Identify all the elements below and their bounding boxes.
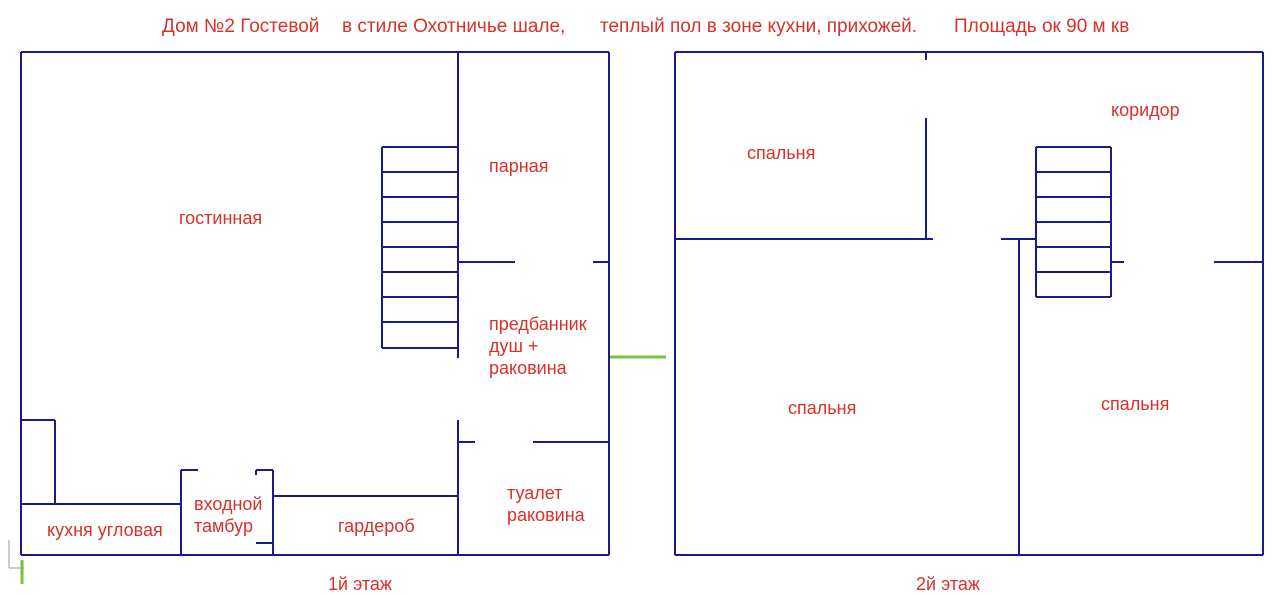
room-label-corridor: коридор (1111, 100, 1180, 120)
plan-title-part2: в стиле Охотничье шале, (342, 16, 566, 37)
floor2-caption: 2й этаж (916, 574, 980, 594)
room-label-vestibule: входной тамбур (194, 494, 263, 536)
room-label-living: гостинная (179, 208, 263, 228)
plan-title-part3: теплый пол в зоне кухни, прихожей. (600, 16, 918, 37)
floor1-staircase (381, 146, 458, 349)
room-label-steam: парная (489, 156, 549, 176)
floor1-interior-walls (21, 52, 609, 555)
room-label-anteroom: предбанник душ + раковина (489, 314, 587, 378)
floor2-interior-walls (675, 52, 1263, 555)
floor2-outer-walls (674, 51, 1264, 556)
floor2-staircase (1035, 146, 1112, 298)
room-label-kitchen: кухня угловая (47, 520, 163, 540)
room-label-bedroom-left: спальня (788, 398, 857, 418)
floor1-outer-walls (20, 51, 610, 556)
floor1-caption: 1й этаж (328, 574, 392, 594)
room-label-bedroom-top: спальня (747, 143, 816, 163)
plan-title-part1: Дом №2 Гостевой (162, 16, 320, 37)
room-label-wardrobe: гардероб (338, 516, 415, 536)
plan-title-part4: Площадь ок 90 м кв (954, 16, 1130, 37)
room-label-bedroom-right: спальня (1101, 394, 1170, 414)
origin-axes (8, 540, 24, 569)
room-label-toilet: туалет раковина (507, 483, 585, 525)
